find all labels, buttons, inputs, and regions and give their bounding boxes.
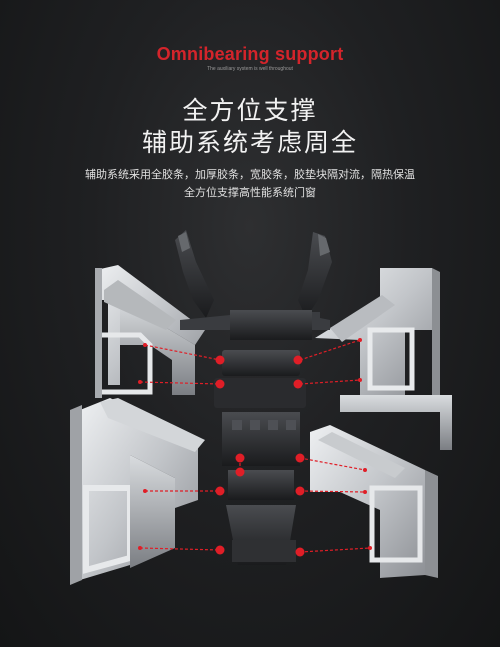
description-line-1: 辅助系统采用全胶条，加厚胶条，宽胶条，胶垫块隔对流，隔热保温 xyxy=(85,168,415,181)
brand-title: Omnibearing support xyxy=(156,44,344,64)
right-lower-profile xyxy=(310,425,438,578)
headline-line-1: 全方位支撑 xyxy=(182,96,318,125)
top-gaskets xyxy=(175,230,332,318)
center-thermal-break xyxy=(180,310,330,565)
support-points xyxy=(138,338,372,557)
window-profile-exploded-illustration xyxy=(70,230,452,585)
brand-tagline: The auxiliary system is well throughout xyxy=(207,66,293,72)
description-line-2: 全方位支撑高性能系统门窗 xyxy=(184,186,316,199)
left-lower-profile xyxy=(70,398,205,585)
right-upper-profile xyxy=(315,268,452,450)
header: Omnibearing support The auxiliary system… xyxy=(0,0,500,200)
headline-line-2: 辅助系统考虑周全 xyxy=(141,128,358,157)
